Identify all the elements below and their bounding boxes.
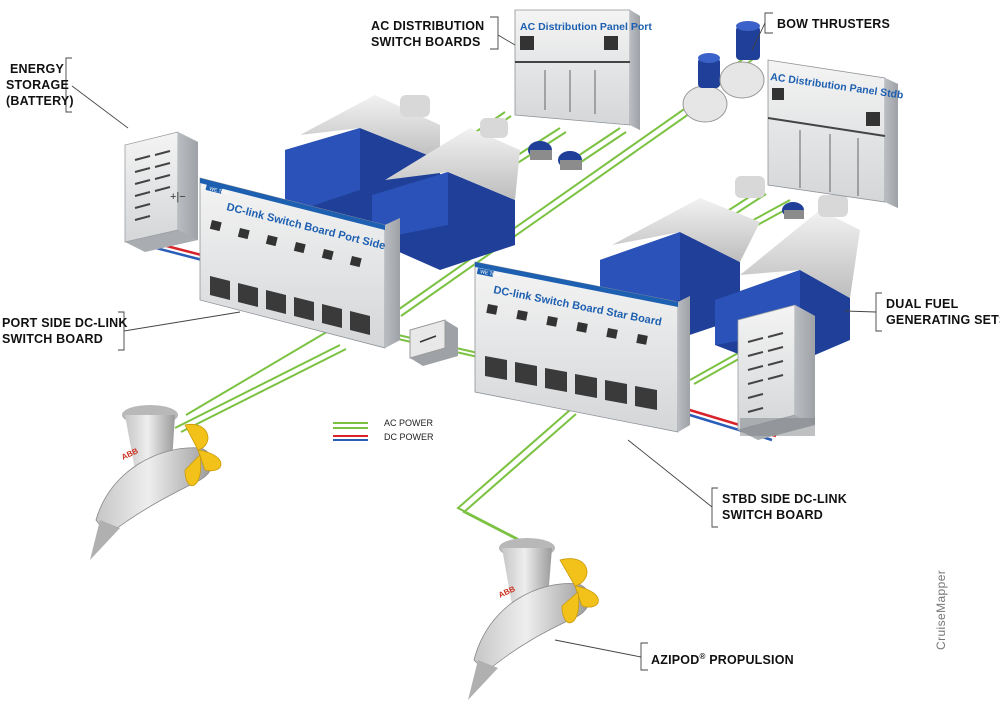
dc-switchboard-port: WE Tech DC-link Switch Board Port Side xyxy=(199,177,400,349)
azipod-stbd: ABB xyxy=(468,538,599,700)
dc-switchboard-star: WE Tech DC-link Switch Board Star Board xyxy=(474,261,690,433)
label-ac-distribution: AC DISTRIBUTION SWITCH BOARDS xyxy=(371,19,485,49)
leader-lines xyxy=(65,12,882,671)
dc-port-brand: WE Tech xyxy=(209,186,230,197)
battery-port: +|− xyxy=(124,131,198,252)
label-stbd-dc-link: STBD SIDE DC-LINK SWITCH BOARD xyxy=(722,492,847,522)
legend xyxy=(333,422,368,441)
battery-stbd xyxy=(737,304,815,440)
small-motor-2 xyxy=(558,151,582,170)
bus-tie-box xyxy=(409,319,458,366)
legend-ac-label: AC POWER xyxy=(384,418,434,428)
azipod-port: ABB xyxy=(90,405,222,560)
label-energy-storage: ENERGY STORAGE (BATTERY) xyxy=(6,62,74,108)
watermark: CruiseMapper xyxy=(934,569,948,650)
ac-panel-port-title: AC Distribution Panel Port xyxy=(520,21,652,33)
label-dual-fuel: DUAL FUEL GENERATING SETS xyxy=(886,297,1000,327)
label-azipod-propulsion: AZIPOD® PROPULSION xyxy=(651,652,794,668)
ac-panel-stbd: AC Distribution Panel Stdb xyxy=(767,59,904,208)
label-bow-thrusters: BOW THRUSTERS xyxy=(777,17,891,31)
ac-panel-port: AC Distribution Panel Port xyxy=(514,9,652,130)
dc-star-brand: WE Tech xyxy=(480,269,501,279)
battery-symbol-icon: +|− xyxy=(170,191,186,203)
small-motor-3 xyxy=(782,202,804,219)
bow-thruster-2 xyxy=(719,21,765,99)
legend-dc-label: DC POWER xyxy=(384,432,434,442)
bow-thruster-1 xyxy=(682,53,728,123)
small-motor-1 xyxy=(528,141,552,160)
label-port-dc-link: PORT SIDE DC-LINK SWITCH BOARD xyxy=(2,316,128,346)
